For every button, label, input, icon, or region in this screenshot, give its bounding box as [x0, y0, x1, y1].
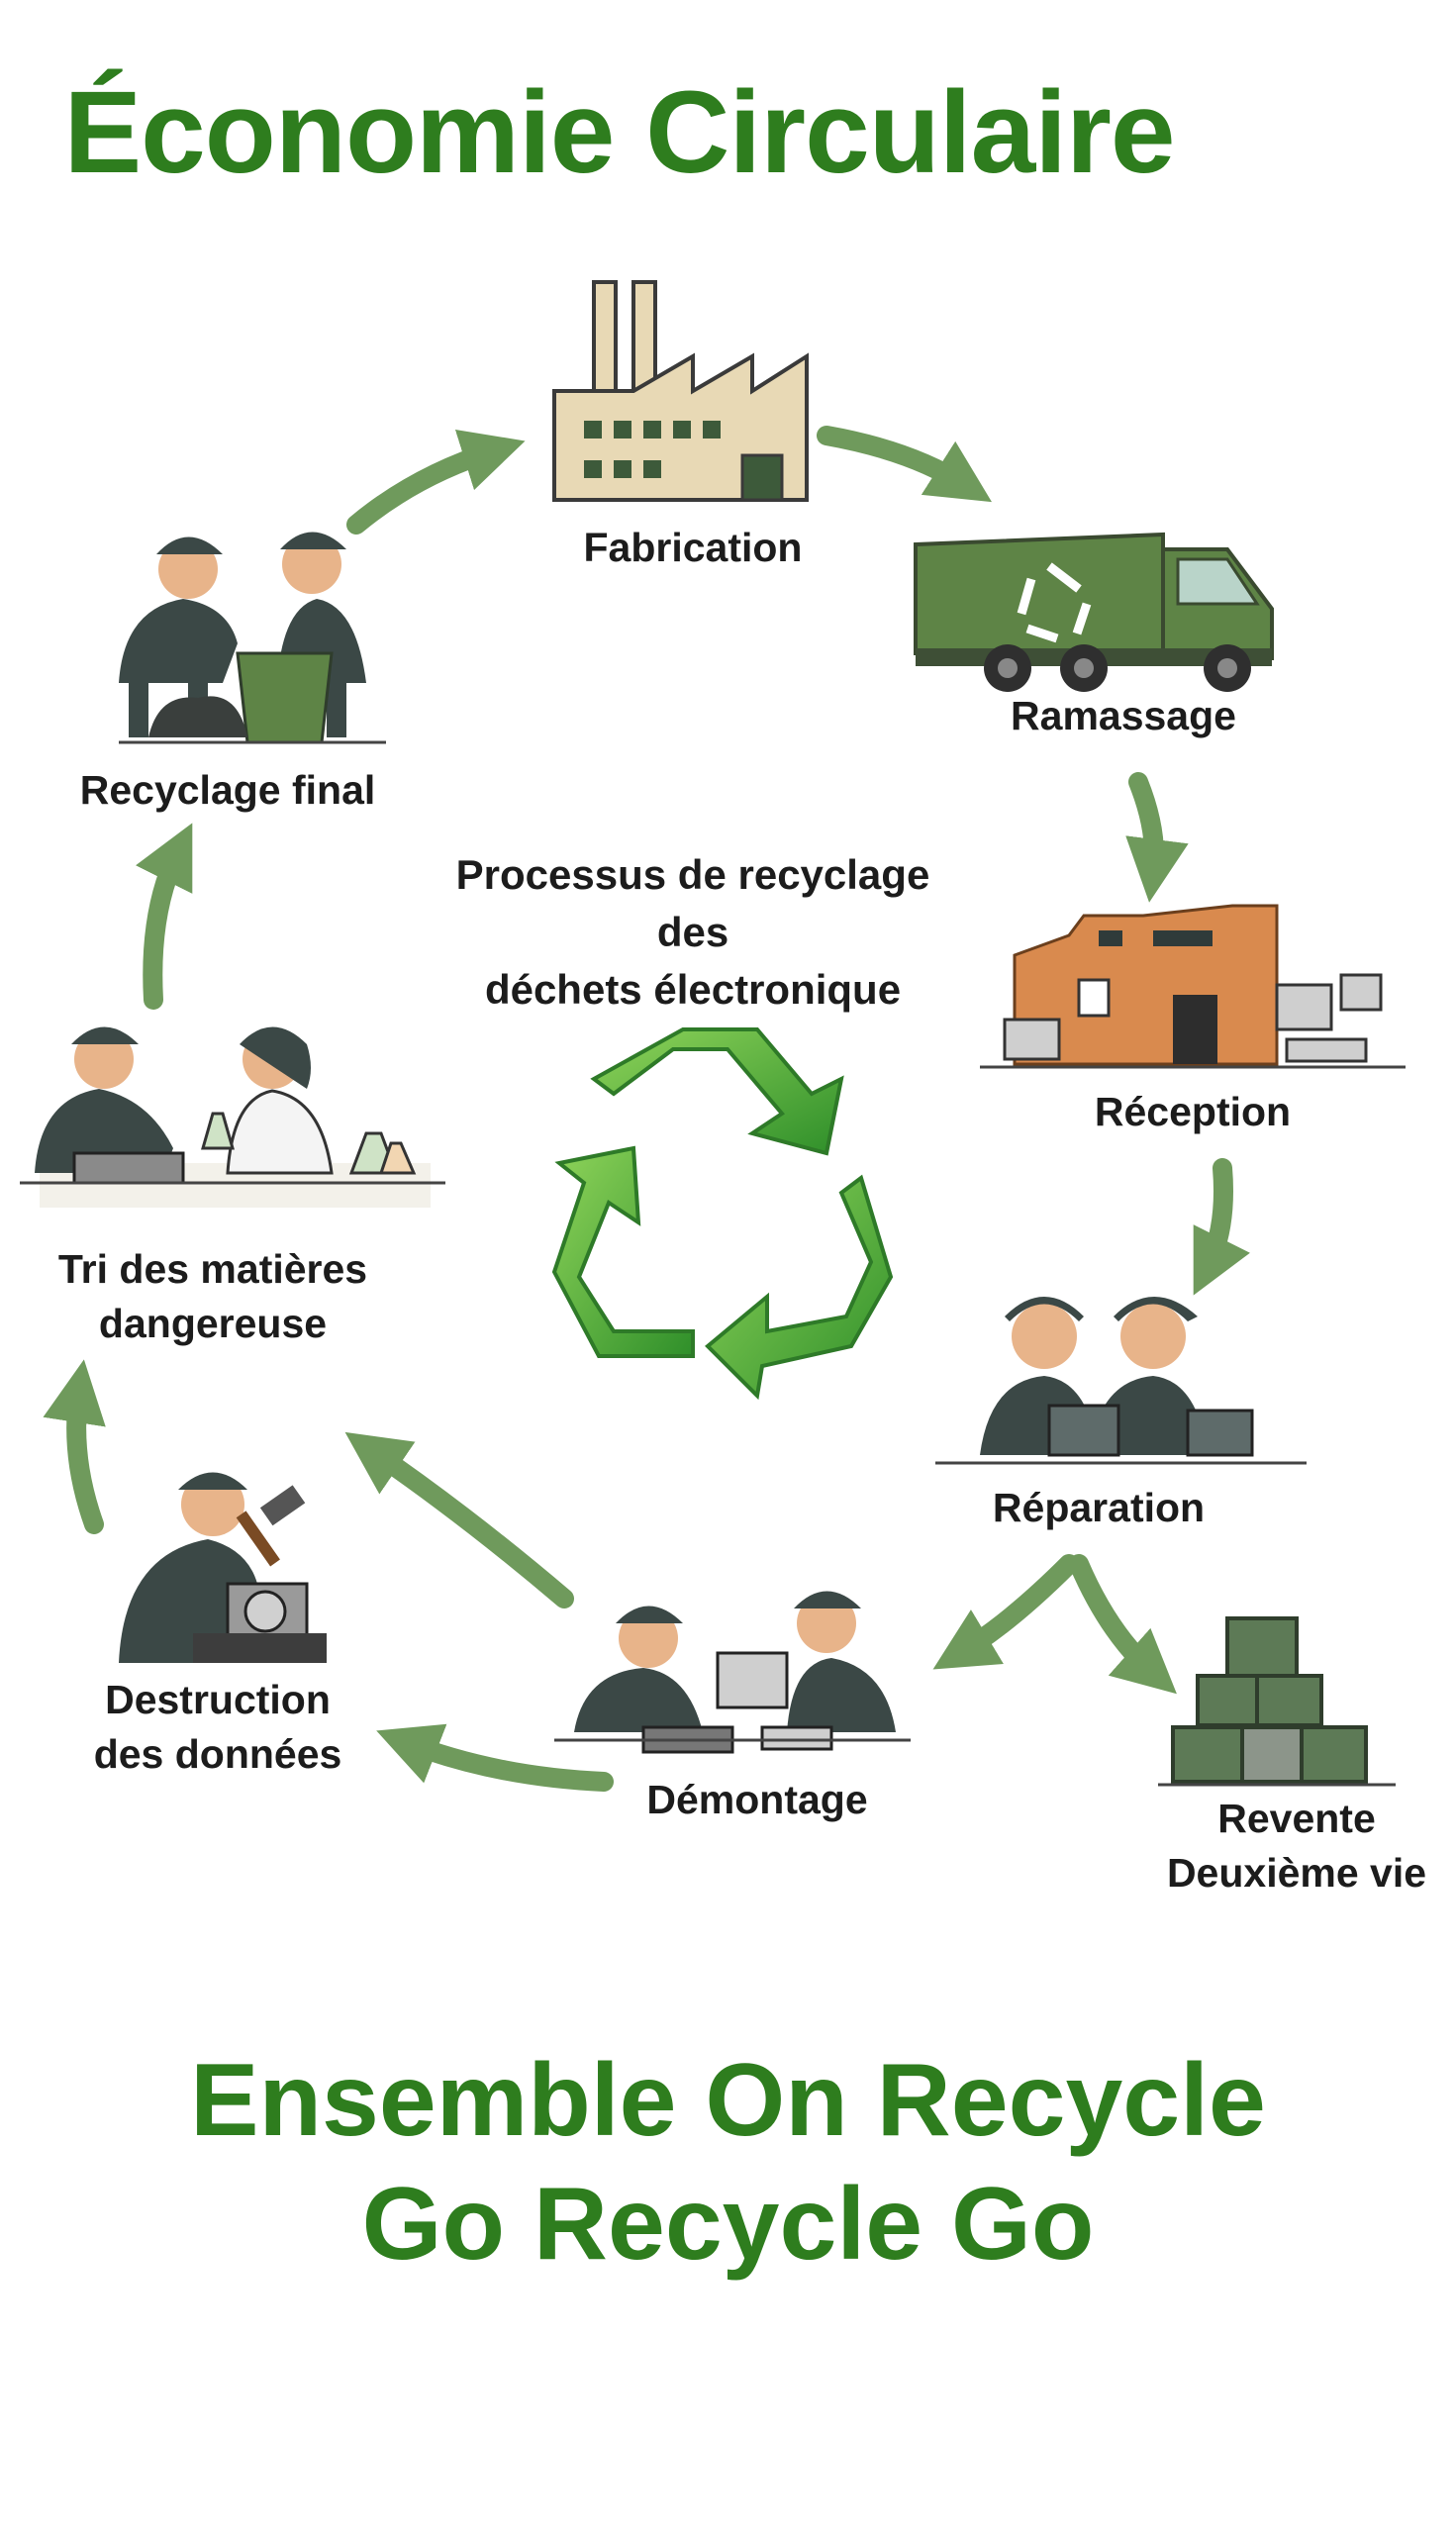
stage-label-revente: Revente Deuxième vie — [1166, 1796, 1427, 1897]
arrow-ramassage-to-reception — [1125, 772, 1189, 903]
hazardous-sorting-icon — [20, 1026, 445, 1208]
arrow-fabrication-to-ramassage — [817, 426, 993, 503]
footer-slogan: Ensemble On Recycle Go Recycle Go — [0, 2039, 1456, 2287]
stage-label-tri: Tri des matières dangereuse — [57, 1246, 368, 1347]
arrow-recyclage-to-fabrication — [346, 430, 526, 535]
stage-label-recyclage-final: Recyclage final — [79, 767, 376, 813]
arrow-tri-to-recyclage — [136, 823, 193, 1010]
page-title: Économie Circulaire — [63, 67, 1175, 198]
repair-workers-icon — [935, 1297, 1307, 1465]
arrow-demontage-to-destruction — [376, 1723, 614, 1792]
arrow-reparation-to-demontage — [932, 1554, 1079, 1670]
disassembly-workers-icon — [554, 1591, 911, 1754]
arrow-destruction-to-tri — [43, 1359, 106, 1534]
data-destruction-icon — [119, 1472, 327, 1663]
final-recycling-icon — [119, 532, 386, 744]
footer-line-2: Go Recycle Go — [361, 2166, 1095, 2282]
cycle-arrows — [43, 426, 1250, 1792]
stage-label-destruction: Destruction des données — [93, 1677, 342, 1778]
recycle-icon — [551, 1027, 894, 1401]
center-description: Processus de recyclage des déchets élect… — [455, 851, 930, 1013]
truck-icon — [914, 532, 1274, 692]
recycle-symbol-icon — [1017, 562, 1092, 643]
stage-label-demontage: Démontage — [646, 1777, 868, 1822]
arrow-reparation-to-revente — [1069, 1554, 1177, 1695]
factory-icon — [552, 280, 809, 502]
stage-label-reception: Réception — [1094, 1089, 1292, 1134]
electronics-stack-icon — [1158, 1616, 1396, 1787]
stage-label-fabrication: Fabrication — [583, 525, 803, 570]
stage-label-ramassage: Ramassage — [1011, 693, 1236, 738]
computer-monitor-icon — [1003, 973, 1383, 1063]
arrow-reception-to-reparation — [1193, 1158, 1250, 1296]
stage-label-reparation: Réparation — [992, 1485, 1206, 1530]
arrow-demontage-to-tri — [344, 1431, 574, 1608]
footer-line-1: Ensemble On Recycle — [190, 2043, 1266, 2158]
warehouse-icon — [980, 904, 1406, 1069]
